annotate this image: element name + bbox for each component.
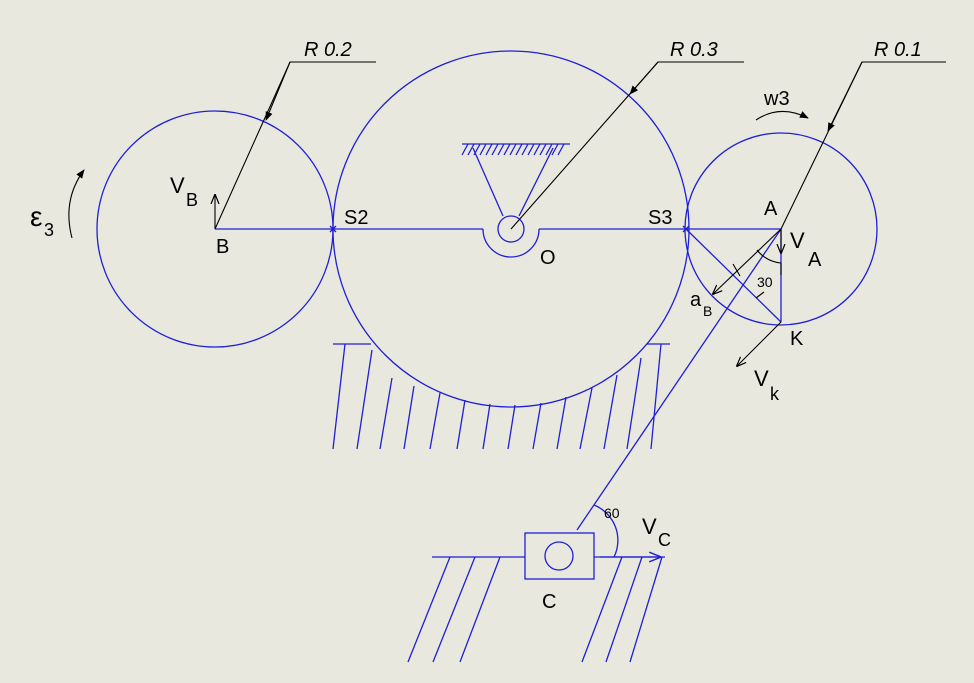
leader-r-o [510, 61, 744, 230]
leader-r-b [214, 61, 376, 230]
connecting-rod-kc [576, 228, 782, 531]
label-ab: a [690, 289, 702, 311]
slider-c [524, 532, 595, 580]
leader-r-b-arrow [265, 61, 291, 121]
label-va-sub: A [808, 249, 822, 271]
label-a: A [764, 198, 778, 220]
label-ab-sub: B [703, 303, 712, 319]
vk-arrow [737, 321, 782, 366]
label-angle-30: 30 [757, 274, 773, 290]
construction-tick-1 [732, 263, 741, 277]
label-vb-sub: B [186, 190, 198, 210]
leader-r-o-arrow [629, 61, 659, 95]
pivot-recess [482, 228, 540, 258]
slider-c-pin [544, 541, 574, 571]
label-b: B [216, 236, 229, 258]
pivot-o [497, 215, 525, 243]
label-o: O [540, 247, 556, 269]
label-k: K [790, 328, 804, 350]
ab-arrow [713, 228, 782, 294]
label-s2: S2 [344, 207, 368, 229]
label-vc: V [642, 514, 657, 539]
label-epsilon: ε [30, 201, 42, 232]
fixed-support-top [461, 143, 570, 217]
label-c: C [542, 591, 556, 613]
contact-s2-mark [329, 225, 337, 233]
label-vk-sub: k [770, 384, 780, 404]
angle-30-arc [756, 249, 782, 264]
epsilon-arrow [68, 169, 85, 239]
ground-under-wheel-o [332, 343, 670, 450]
label-vk: V [754, 366, 769, 391]
slider-guide [407, 556, 665, 663]
label-epsilon-sub: 3 [44, 220, 54, 240]
label-angle-60: 60 [604, 505, 620, 521]
label-r-o: R 0.3 [670, 39, 718, 61]
label-va: V [790, 228, 805, 253]
w3-arrow [755, 110, 809, 121]
label-vb: V [170, 173, 185, 198]
angle-60-arc [593, 504, 619, 558]
label-vc-sub: C [658, 530, 671, 550]
construction-tick-2 [755, 291, 765, 299]
leader-r-a [780, 61, 946, 230]
label-r-b: R 0.2 [304, 39, 352, 61]
label-s3: S3 [648, 207, 672, 229]
leader-r-a-arrow [827, 61, 863, 132]
label-w3: w3 [763, 88, 790, 110]
label-r-a: R 0.1 [874, 39, 922, 61]
